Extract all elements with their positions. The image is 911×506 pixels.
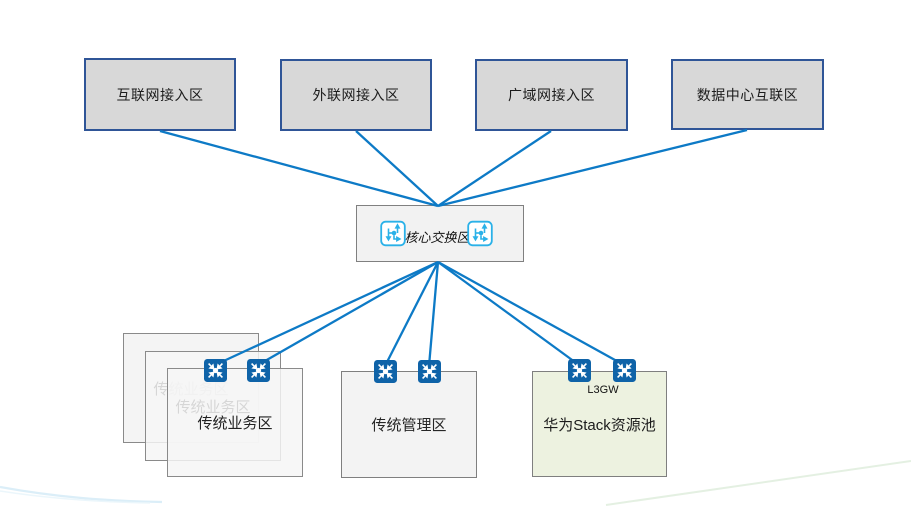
zone-label-dci: 数据中心互联区	[696, 86, 799, 103]
switch-icon-stack-1	[568, 359, 591, 382]
switch-icon-stack-2	[613, 359, 636, 382]
zone-label-management: 传统管理区	[371, 417, 447, 434]
zone-box-dci: 数据中心互联区	[671, 59, 824, 130]
core-router-icon-2	[467, 220, 493, 247]
zone-label-business: 传统业务区	[197, 415, 273, 432]
zone-box-internet: 互联网接入区	[84, 58, 236, 131]
core-router-icon-1	[380, 220, 406, 247]
switch-icon-business-1	[204, 359, 227, 382]
zone-box-wan: 广域网接入区	[475, 59, 628, 131]
zone-label-wan: 广域网接入区	[508, 87, 595, 103]
zone-box-stack-pool: 华为Stack资源池	[532, 371, 667, 477]
l3gw-label: L3GW	[587, 384, 619, 396]
zone-label-internet: 互联网接入区	[116, 86, 204, 103]
zone-label-core: 核心交换区	[404, 230, 470, 245]
switch-icon-management-2	[418, 360, 441, 383]
zone-box-extranet: 外联网接入区	[280, 59, 432, 131]
switch-icon-business-2	[247, 359, 270, 382]
zone-label-extranet: 外联网接入区	[312, 87, 400, 103]
zone-label-stack-pool: 华为Stack资源池	[543, 416, 656, 434]
zone-box-business: 传统业务区	[167, 368, 303, 477]
switch-icon-management-1	[374, 360, 397, 383]
zone-box-management: 传统管理区	[341, 371, 477, 478]
